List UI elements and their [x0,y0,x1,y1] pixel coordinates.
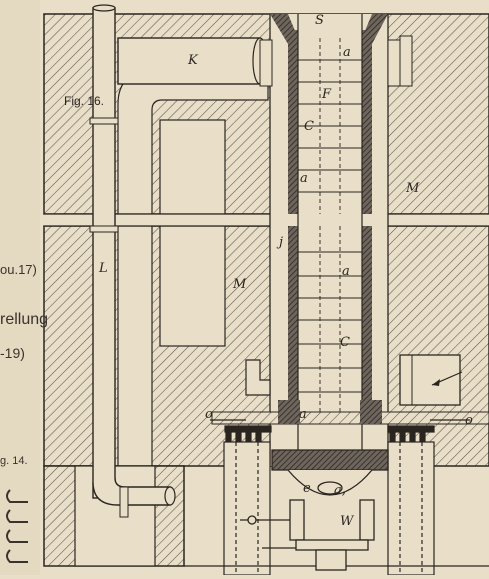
lower-flues [211,354,489,425]
central-shaft [259,14,413,466]
lower-masonry [43,225,489,567]
label-a-top: a [343,45,351,60]
side-fragment-3: -19) [0,345,25,361]
label-j: j [279,235,284,250]
label-C-top: C [304,119,314,134]
figure-label: Fig. 16. [64,94,105,108]
label-o-left: o [205,407,213,422]
upper-masonry [43,13,489,215]
side-fragment-2: rellung [0,311,49,328]
side-fragment-1: ou.17) [0,262,37,277]
label-a-mid: a [300,171,308,186]
label-M-right: M [406,181,420,196]
label-o-right: o [465,413,473,428]
label-S: S [315,13,324,28]
label-C-bottom: C [340,335,350,350]
pipe-L [89,4,176,518]
grate-mechanism [240,449,389,571]
label-a1: a, [334,483,346,498]
left-page-remnant [0,0,40,575]
label-M-left: M [233,277,247,292]
label-K: K [188,53,198,68]
label-F: F [322,87,332,102]
label-W: W [340,514,354,529]
label-L: L [99,261,108,276]
label-a-lower: a [342,264,350,279]
side-fragment-4: g. 14. [0,455,28,467]
duct-K [117,37,268,85]
label-a-bottom: a [299,407,307,422]
label-e: e [303,481,311,496]
